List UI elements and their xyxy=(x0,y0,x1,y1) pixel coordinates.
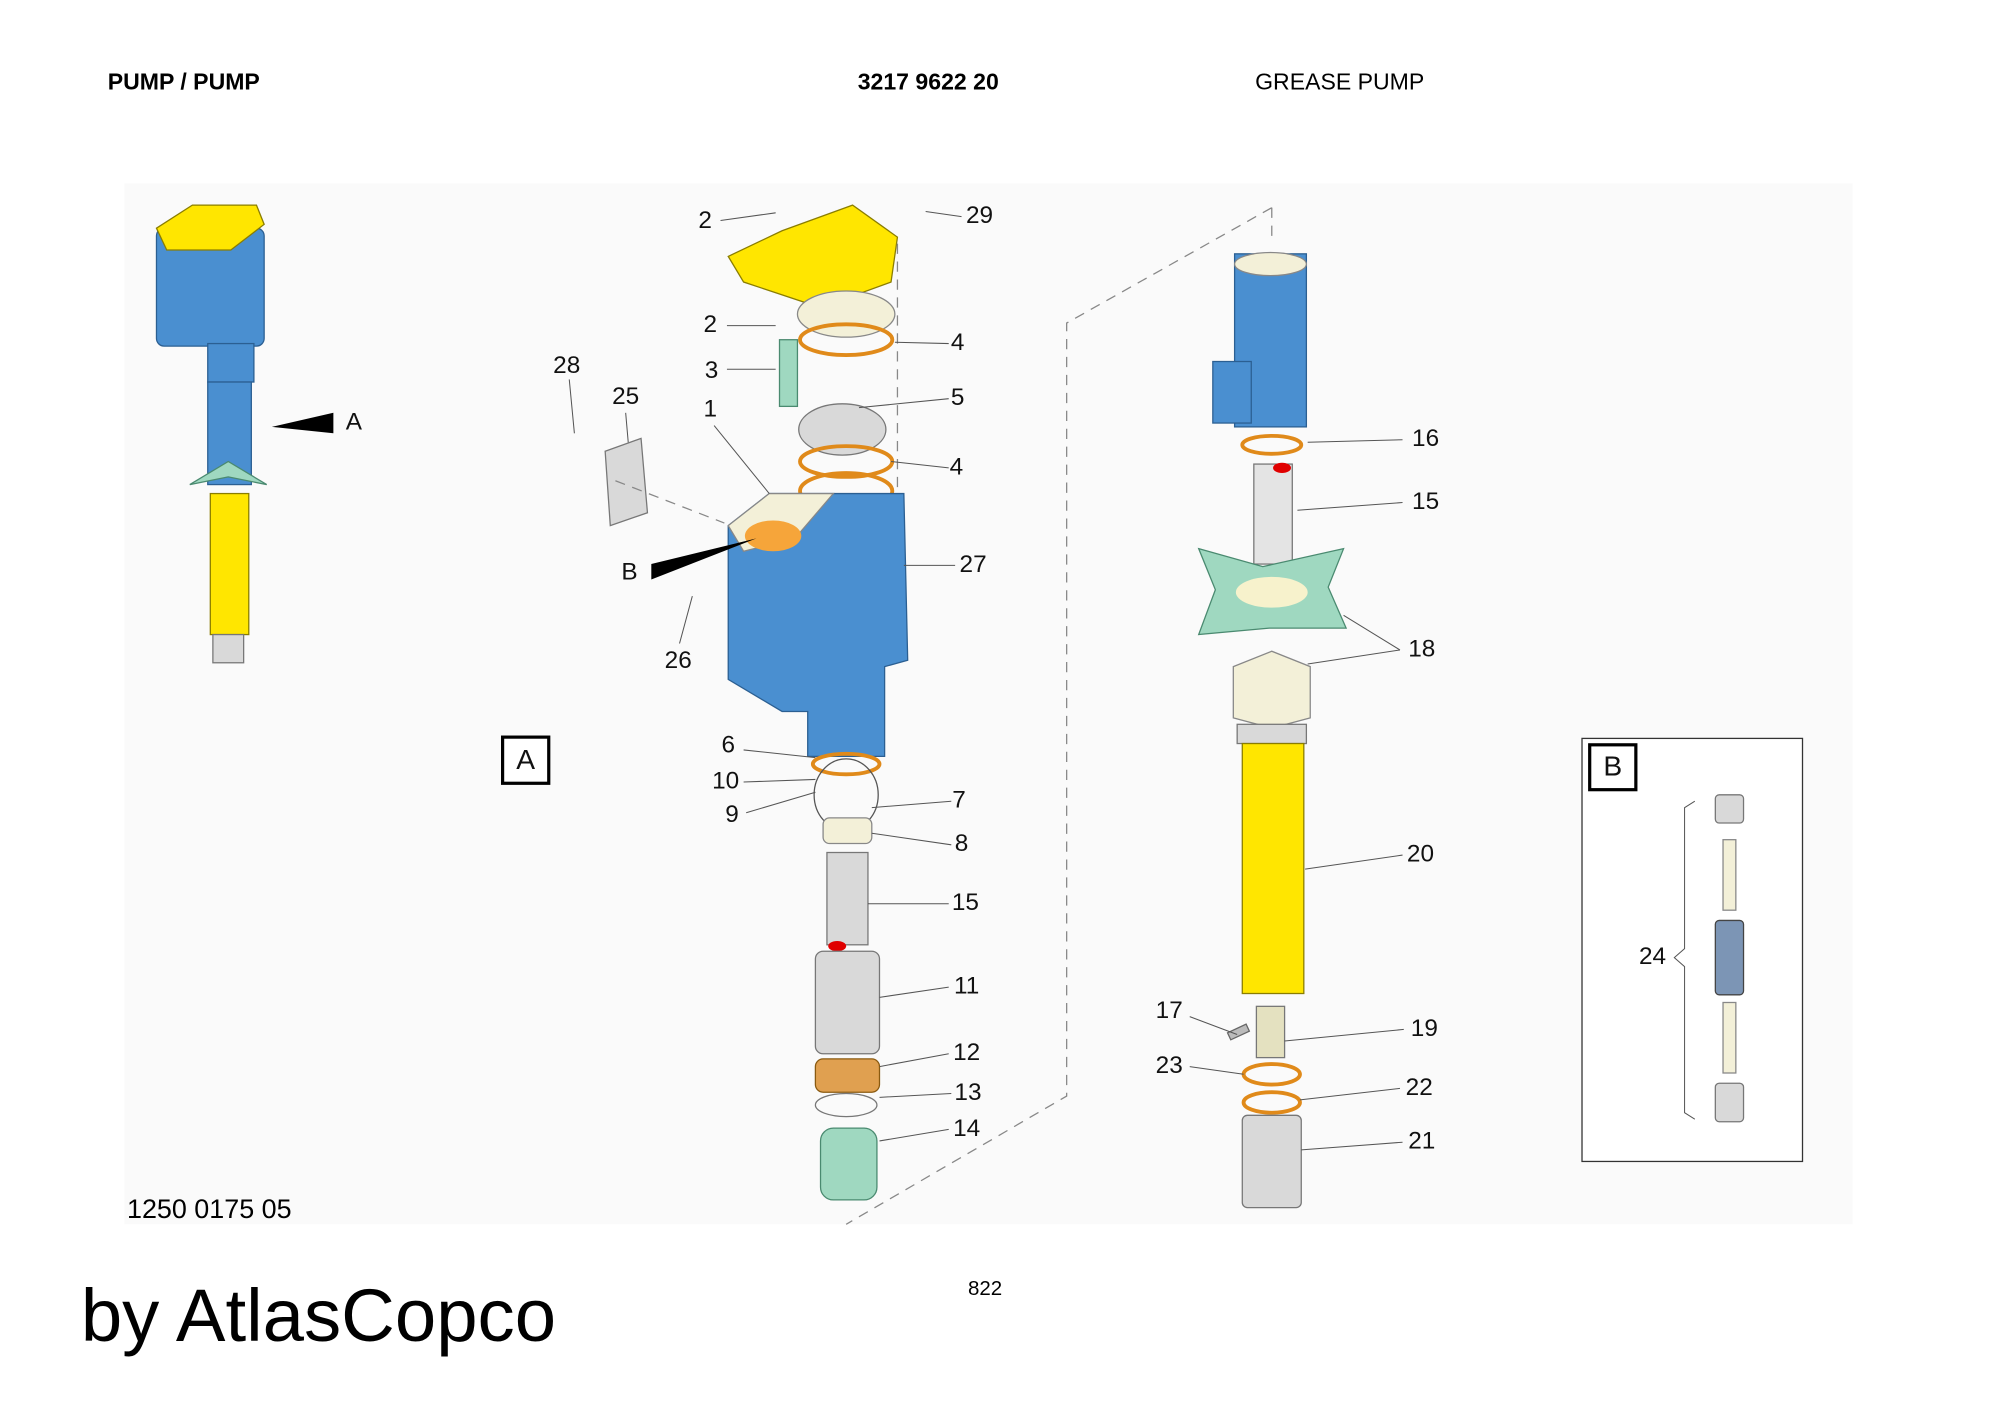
callout-2: 2 xyxy=(704,311,718,338)
drawing-area xyxy=(124,183,1853,1225)
arrow-a-icon xyxy=(271,412,334,434)
callout-16: 16 xyxy=(1412,425,1439,452)
callout-15: 15 xyxy=(1412,488,1439,515)
callout-11: 11 xyxy=(954,973,979,1000)
exploded-view-pump-tube xyxy=(845,207,1348,1225)
callout-26: 26 xyxy=(665,647,692,674)
watermark: by AtlasCopco xyxy=(81,1274,556,1357)
callout-20: 20 xyxy=(1407,841,1434,868)
callout-22: 22 xyxy=(1406,1074,1433,1101)
callout-12: 12 xyxy=(953,1039,980,1066)
detail-a-label: A xyxy=(516,743,535,775)
detail-a-box xyxy=(500,735,551,785)
callout-5: 5 xyxy=(951,384,965,411)
callout-17: 17 xyxy=(1156,997,1183,1024)
callout-4: 4 xyxy=(950,453,964,480)
callout-b: B xyxy=(621,558,637,585)
detail-b-frame xyxy=(1581,737,1804,1163)
part-number: 3217 9622 20 xyxy=(858,69,999,95)
detail-b-label: B xyxy=(1603,749,1622,781)
callout-25: 25 xyxy=(612,383,639,410)
overview-pump: A xyxy=(155,204,363,664)
detail-b: B 24 xyxy=(1581,737,1804,1163)
callout-18: 18 xyxy=(1408,635,1435,662)
callout-13: 13 xyxy=(954,1079,981,1106)
callout-overview-a: A xyxy=(346,408,363,435)
callout-29: 29 xyxy=(966,202,993,229)
callout-27: 27 xyxy=(960,551,987,578)
callout-7: 7 xyxy=(952,787,966,814)
callout-1: 1 xyxy=(704,396,718,423)
callout-19: 19 xyxy=(1411,1015,1438,1042)
drawing-number: 1250 0175 05 xyxy=(127,1194,292,1224)
callout-2: 2 xyxy=(698,207,712,234)
callout-9: 9 xyxy=(725,801,739,828)
callout-8: 8 xyxy=(955,830,969,857)
callout-4: 4 xyxy=(951,329,965,356)
callout-6: 6 xyxy=(721,732,735,759)
callout-10: 10 xyxy=(712,767,739,794)
callout-3: 3 xyxy=(705,357,719,384)
part-description: GREASE PUMP xyxy=(1255,69,1424,95)
callout-15: 15 xyxy=(952,889,979,916)
callout-28: 28 xyxy=(553,352,580,379)
callout-23: 23 xyxy=(1156,1052,1183,1079)
callout-21: 21 xyxy=(1408,1128,1435,1155)
callout-14: 14 xyxy=(953,1115,980,1142)
exploded-view-a: A xyxy=(500,204,909,1201)
callout-24: 24 xyxy=(1639,943,1666,970)
page-number: 822 xyxy=(968,1277,1002,1300)
section-title: PUMP / PUMP xyxy=(108,69,260,95)
